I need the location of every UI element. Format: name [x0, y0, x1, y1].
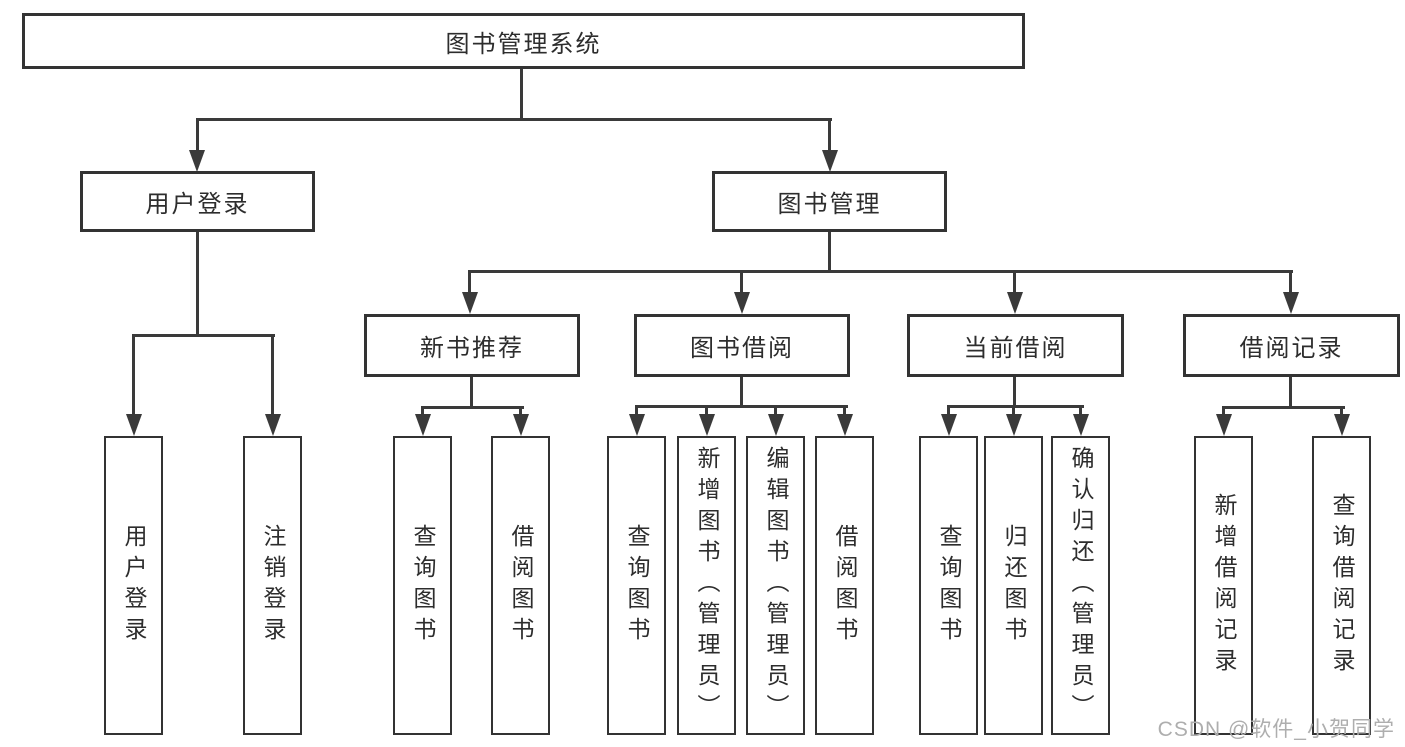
arrow-down-icon	[415, 414, 431, 436]
edge-book-borrow-stem	[740, 375, 743, 408]
leaf-borrow-add-books-admin: 新增图书（管理员）	[677, 436, 736, 735]
edge-user-login-stem	[196, 230, 199, 337]
edge-to-nb-borrow	[519, 406, 522, 416]
arrow-down-icon	[941, 414, 957, 436]
node-new-book-recommend: 新书推荐	[364, 314, 580, 377]
arrow-down-icon	[1073, 414, 1089, 436]
csdn-watermark: CSDN @软件_小贺同学	[1157, 718, 1395, 741]
edge-to-cb-query	[947, 405, 950, 416]
edge-to-book-mgmt	[828, 118, 831, 154]
arrow-down-icon	[822, 150, 838, 172]
arrow-down-icon	[734, 292, 750, 314]
arrow-down-icon	[126, 414, 142, 436]
arrow-down-icon	[1216, 414, 1232, 436]
edge-to-new-book	[468, 270, 471, 296]
edge-new-book-stem	[470, 375, 473, 409]
edge-to-user-login	[196, 118, 199, 154]
edge-to-borrow-record	[1289, 270, 1292, 296]
edge-root-stem	[520, 66, 523, 121]
leaf-current-confirm-return-admin: 确认归还（管理员）	[1051, 436, 1110, 735]
leaf-newbook-borrow-books: 借阅图书	[491, 436, 550, 735]
node-borrow-record: 借阅记录	[1183, 314, 1400, 377]
edge-to-book-borrow	[740, 270, 743, 296]
edge-current-borrow-split	[947, 405, 1084, 408]
leaf-logout: 注销登录	[243, 436, 302, 735]
edge-book-mgmt-split	[468, 270, 1293, 273]
leaf-borrow-borrow-books: 借阅图书	[815, 436, 874, 735]
edge-to-leaf-logout	[271, 334, 274, 416]
edge-user-login-split	[132, 334, 275, 337]
edge-to-nb-query	[421, 406, 424, 416]
edge-to-leaf-login	[132, 334, 135, 416]
leaf-borrow-query-books: 查询图书	[607, 436, 666, 735]
edge-to-br-query	[1340, 406, 1343, 416]
edge-to-br-add	[1222, 406, 1225, 416]
arrow-down-icon	[1006, 414, 1022, 436]
arrow-down-icon	[513, 414, 529, 436]
edge-to-bb-borrow	[843, 405, 846, 416]
edge-to-cb-confirm	[1079, 405, 1082, 416]
node-library-management-system: 图书管理系统	[22, 13, 1025, 69]
edge-book-borrow-split	[635, 405, 848, 408]
arrow-down-icon	[462, 292, 478, 314]
node-book-borrow: 图书借阅	[634, 314, 850, 377]
edge-borrow-record-split	[1222, 406, 1345, 409]
arrow-down-icon	[837, 414, 853, 436]
arrow-down-icon	[1283, 292, 1299, 314]
arrow-down-icon	[629, 414, 645, 436]
edge-new-book-split	[421, 406, 524, 409]
arrow-down-icon	[768, 414, 784, 436]
node-user-login: 用户登录	[80, 171, 315, 232]
arrow-down-icon	[1334, 414, 1350, 436]
edge-current-borrow-stem	[1013, 375, 1016, 408]
edge-to-bb-query	[635, 405, 638, 416]
leaf-newbook-query-books: 查询图书	[393, 436, 452, 735]
edge-to-bb-edit	[774, 405, 777, 416]
node-book-management: 图书管理	[712, 171, 947, 232]
arrow-down-icon	[1007, 292, 1023, 314]
edge-book-mgmt-stem	[828, 230, 831, 273]
leaf-current-return-books: 归还图书	[984, 436, 1043, 735]
leaf-borrow-edit-books-admin: 编辑图书（管理员）	[746, 436, 805, 735]
edge-to-cb-return	[1012, 405, 1015, 416]
edge-to-current-borrow	[1013, 270, 1016, 296]
arrow-down-icon	[699, 414, 715, 436]
leaf-user-login: 用户登录	[104, 436, 163, 735]
edge-to-bb-add	[705, 405, 708, 416]
leaf-record-query-borrow-record: 查询借阅记录	[1312, 436, 1371, 735]
arrow-down-icon	[189, 150, 205, 172]
node-current-borrow: 当前借阅	[907, 314, 1124, 377]
arrow-down-icon	[265, 414, 281, 436]
leaf-current-query-books: 查询图书	[919, 436, 978, 735]
leaf-record-add-borrow-record: 新增借阅记录	[1194, 436, 1253, 735]
edge-borrow-record-stem	[1289, 375, 1292, 409]
edge-root-split	[196, 118, 832, 121]
